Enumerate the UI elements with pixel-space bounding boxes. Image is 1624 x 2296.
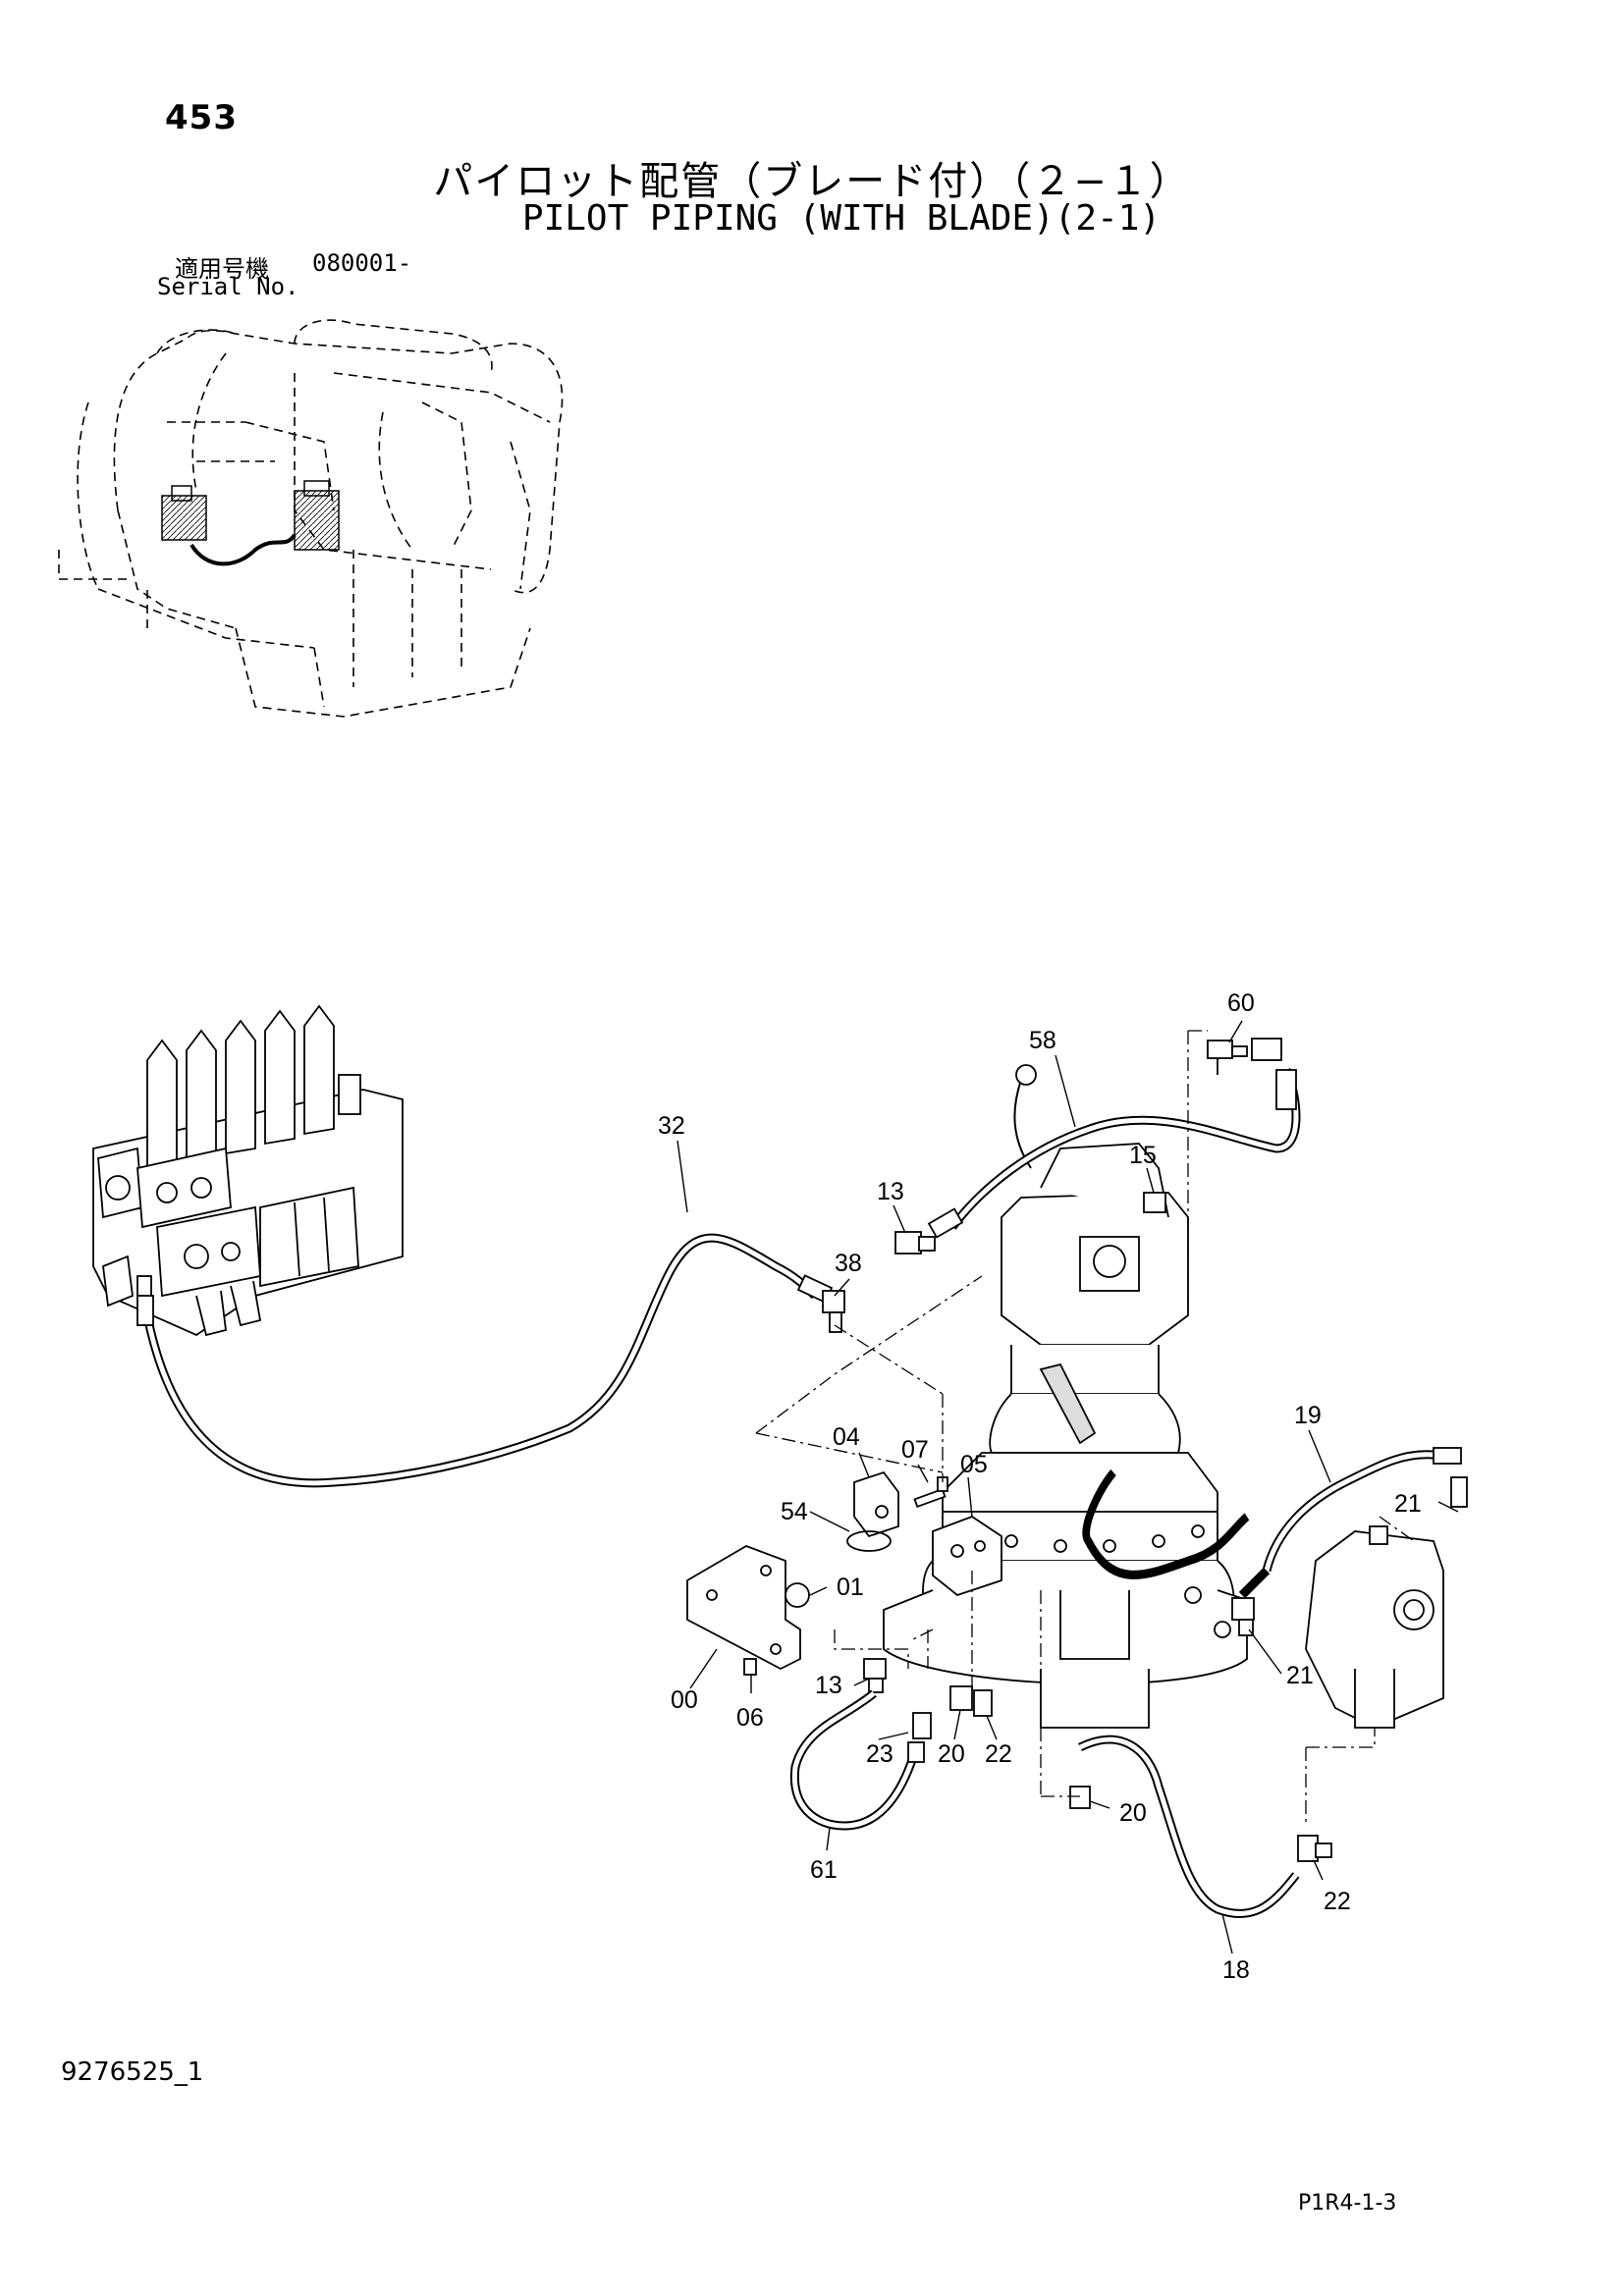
callout-01: 01 [837,1574,864,1601]
callout-21-lower: 21 [1286,1662,1314,1689]
callout-15: 15 [1129,1142,1157,1169]
callout-58: 58 [1029,1027,1056,1054]
callout-labels: 60 58 15 13 32 38 04 07 05 54 01 19 21 2… [658,989,1422,1984]
callout-22-lower: 22 [1324,1888,1351,1915]
elbow-fitting-38 [822,1290,845,1333]
page-code: P1R4-1-3 [1298,2191,1397,2216]
callout-32: 32 [658,1112,685,1140]
hose-19 [1082,1468,1250,1579]
hose-19-path [1238,1450,1435,1599]
solenoid-valve-04 [853,1470,899,1538]
callout-61: 61 [810,1856,838,1884]
callout-07: 07 [901,1436,929,1464]
o-ring-54 [846,1530,892,1552]
serial-label-en: Serial No. [157,273,299,300]
callout-20-lower: 20 [1119,1799,1147,1827]
callout-13-upper: 13 [877,1178,904,1205]
elbow-fitting-13-upper [894,1231,936,1255]
callout-21-upper: 21 [1394,1490,1422,1518]
callout-23: 23 [866,1740,893,1768]
callout-38: 38 [835,1250,862,1277]
control-valve [92,1004,404,1337]
valve-block-05 [932,1515,1002,1597]
fitting-60 [1207,1038,1282,1075]
serial-label-jp: 適用号機 [175,255,269,283]
callout-60: 60 [1227,989,1255,1017]
callout-13-lower: 13 [815,1672,842,1699]
leader-lines [677,1020,1459,1954]
callout-06: 06 [736,1704,764,1732]
callout-22-upper: 22 [985,1740,1012,1768]
assembly-center-lines [755,1030,1415,1826]
callout-00: 00 [671,1686,698,1714]
callout-05: 05 [960,1451,988,1478]
bolt-01 [785,1582,810,1608]
page-title-jp: パイロット配管（ブレード付）（２−１） [433,159,1191,204]
adapter-20-upper [949,1685,973,1711]
callout-19: 19 [1294,1402,1322,1429]
adapter-23 [907,1712,932,1763]
callout-54: 54 [781,1498,808,1525]
callout-04: 04 [833,1423,860,1451]
document-number: 9276525_1 [61,2057,204,2087]
page-number: 453 [165,98,238,137]
plug-15 [1143,1192,1166,1213]
tee-22-lower [1297,1835,1332,1862]
overview-pilot-components [161,480,340,566]
adapter-20-lower [1069,1786,1091,1809]
fitting-21-lower [1231,1597,1255,1636]
swing-motor [883,1064,1248,1729]
callout-18: 18 [1222,1956,1250,1984]
hose-18 [1077,1735,1300,1918]
hose-58 [927,1067,1301,1239]
fitting-21-upper [1433,1447,1468,1508]
page-title-en: PILOT PIPING (WITH BLADE)(2-1) [521,198,1162,239]
callout-20-upper: 20 [938,1740,965,1768]
shuttle-valve [1305,1525,1444,1729]
serial-range: 080001- [312,249,412,277]
hose-61 [789,1689,918,1831]
elbow-fitting-13-lower [863,1658,887,1693]
bracket-00 [686,1545,801,1671]
tee-22-upper [973,1689,993,1717]
bolt-06 [743,1658,757,1676]
